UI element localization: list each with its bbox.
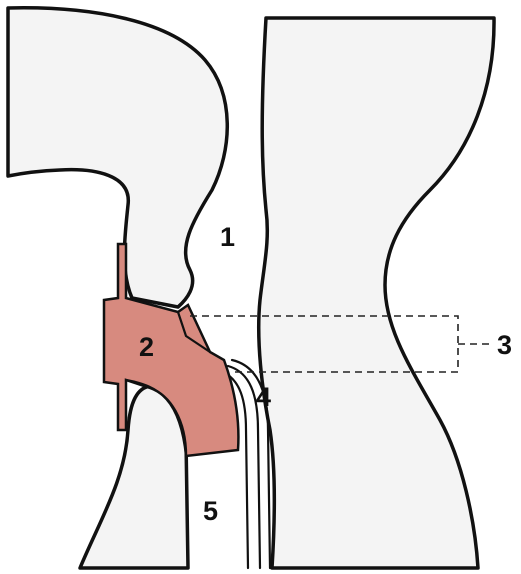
- right-tissue: [259, 18, 494, 568]
- label-2: 2: [139, 332, 154, 362]
- label-5: 5: [203, 496, 218, 526]
- label-4: 4: [256, 382, 271, 412]
- lower-left-tissue: [80, 386, 188, 568]
- label-3: 3: [497, 330, 512, 360]
- label-1: 1: [220, 222, 235, 252]
